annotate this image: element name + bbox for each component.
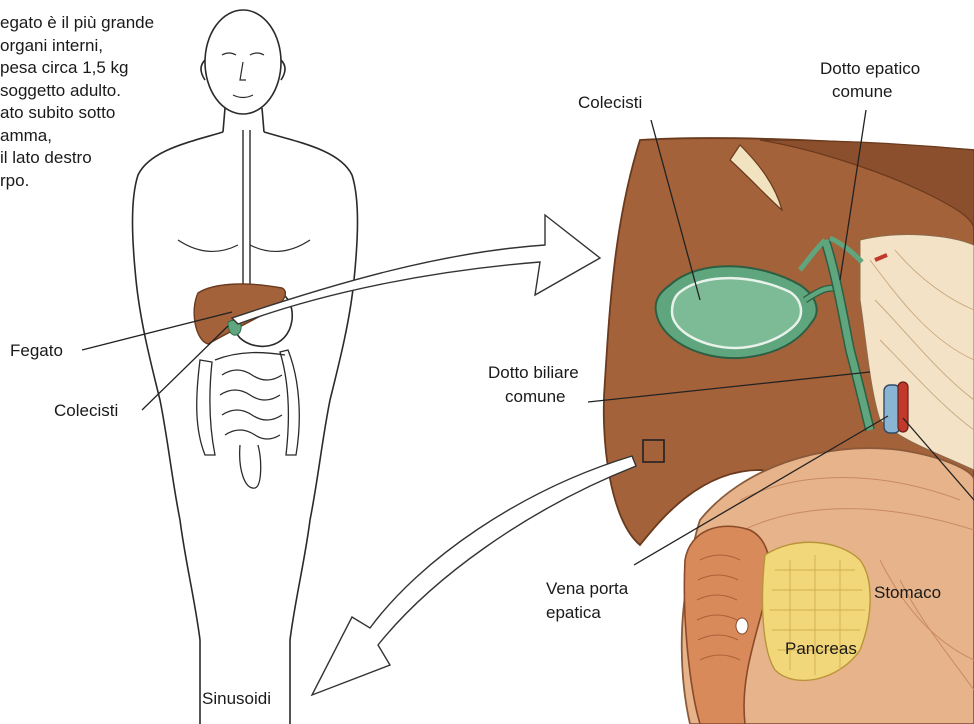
label-vena-porta-1: Vena porta bbox=[546, 578, 628, 600]
label-sinusoidi: Sinusoidi bbox=[202, 688, 271, 710]
intro-line: soggetto adulto. bbox=[0, 80, 210, 103]
figure-torso bbox=[133, 132, 358, 724]
intro-line: il lato destro bbox=[0, 147, 210, 170]
intro-line: egato è il più grande bbox=[0, 12, 210, 35]
label-dotto-epatico-1: Dotto epatico bbox=[820, 58, 920, 80]
label-colecisti-left: Colecisti bbox=[54, 400, 118, 422]
label-pancreas: Pancreas bbox=[785, 638, 857, 660]
label-dotto-biliare-2: comune bbox=[505, 386, 565, 408]
esophagus bbox=[243, 130, 250, 295]
intro-line: ato subito sotto bbox=[0, 102, 210, 125]
intro-line: pesa circa 1,5 kg bbox=[0, 57, 210, 80]
zoom-arrow-bottom bbox=[312, 456, 636, 695]
liver-detail bbox=[604, 138, 974, 724]
intro-text: egato è il più grande organi interni, pe… bbox=[0, 12, 210, 192]
intro-line: amma, bbox=[0, 125, 210, 148]
intro-line: rpo. bbox=[0, 170, 210, 193]
label-fegato: Fegato bbox=[10, 340, 63, 362]
label-dotto-epatico-2: comune bbox=[832, 81, 892, 103]
label-dotto-biliare-1: Dotto biliare bbox=[488, 362, 579, 384]
label-stomaco: Stomaco bbox=[874, 582, 941, 604]
label-colecisti-right: Colecisti bbox=[578, 92, 642, 114]
label-vena-porta-2: epatica bbox=[546, 602, 601, 624]
intro-line: organi interni, bbox=[0, 35, 210, 58]
hepatic-artery bbox=[898, 382, 908, 432]
